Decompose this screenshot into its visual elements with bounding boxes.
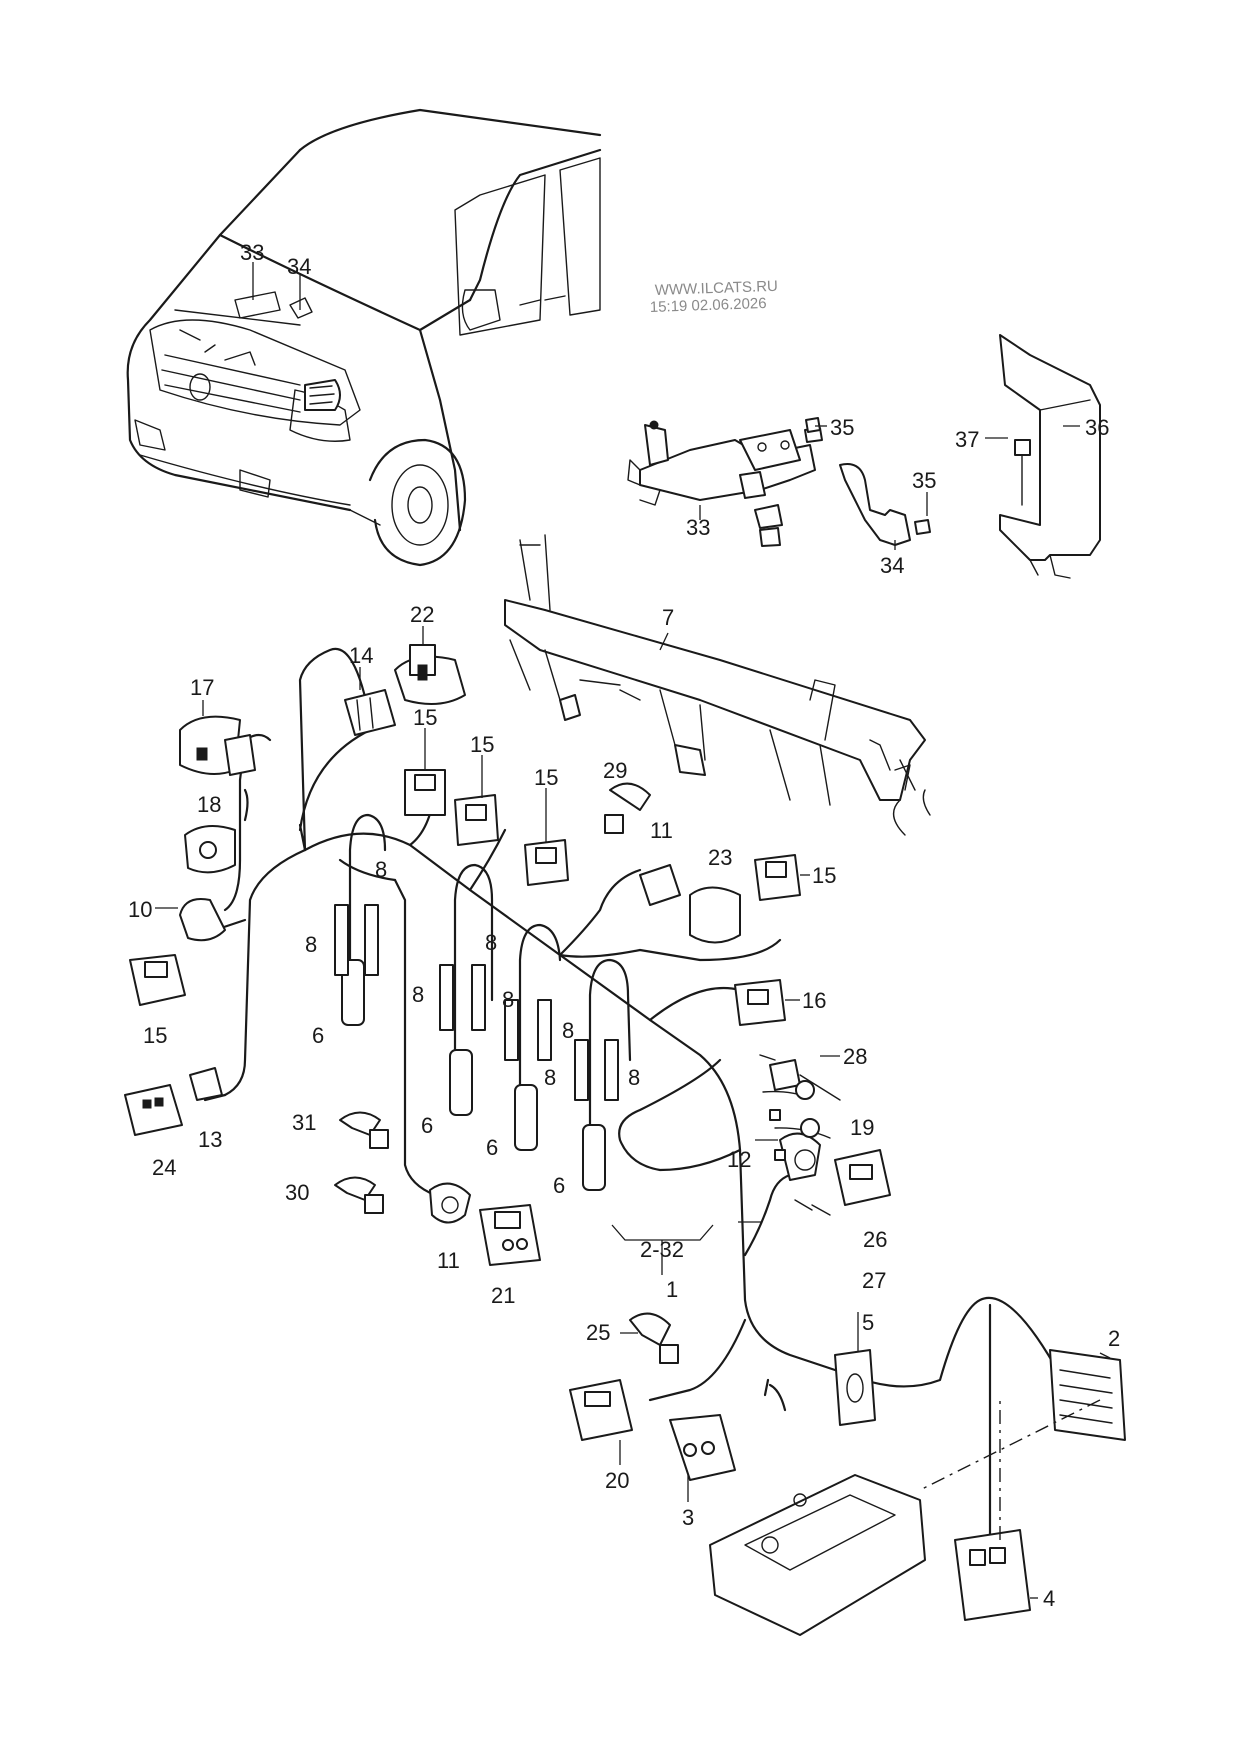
callout-15: 15 — [470, 732, 494, 757]
callout-21: 21 — [491, 1283, 515, 1308]
callout-36: 36 — [1085, 415, 1109, 440]
callout-6: 6 — [421, 1113, 433, 1138]
dashed-line-ecu — [919, 1399, 1101, 1491]
callout-13: 13 — [198, 1127, 222, 1152]
callout-8: 8 — [562, 1018, 574, 1043]
callout-20: 20 — [605, 1468, 629, 1493]
callout-29: 29 — [603, 758, 627, 783]
callout-8: 8 — [375, 857, 387, 882]
callout-24: 24 — [152, 1155, 176, 1180]
callout-35: 35 — [912, 468, 936, 493]
watermark-timestamp: 15:19 02.06.2026 — [650, 295, 767, 316]
callout-34: 34 — [880, 553, 904, 578]
callout-25: 25 — [586, 1320, 610, 1345]
callout-19: 19 — [850, 1115, 874, 1140]
callout-17: 17 — [190, 675, 214, 700]
callout-23: 23 — [708, 845, 732, 870]
callout-labels: 33 34 35 36 37 35 33 34 7 22 14 17 15 15… — [128, 240, 1120, 1611]
connectors — [124, 644, 1126, 1636]
callout-4: 4 — [1043, 1586, 1055, 1611]
callout-8: 8 — [628, 1065, 640, 1090]
callout-15: 15 — [534, 765, 558, 790]
mounting-brackets — [627, 334, 1101, 579]
vehicle-illustration — [126, 108, 602, 567]
callout-1: 1 — [666, 1277, 678, 1302]
callout-28: 28 — [843, 1044, 867, 1069]
callout-8: 8 — [412, 982, 424, 1007]
callout-37: 37 — [955, 427, 979, 452]
callout-6: 6 — [553, 1173, 565, 1198]
callout-16: 16 — [802, 988, 826, 1013]
callout-5: 5 — [862, 1310, 874, 1335]
leader-lines — [155, 262, 1111, 1599]
callout-31: 31 — [292, 1110, 316, 1135]
callout-11: 11 — [650, 818, 673, 843]
callout-10: 10 — [128, 897, 152, 922]
callout-35: 35 — [830, 415, 854, 440]
callout-30: 30 — [285, 1180, 309, 1205]
callout-2-32: 2-32 — [640, 1237, 684, 1262]
callout-2: 2 — [1108, 1326, 1120, 1351]
callout-15: 15 — [413, 705, 437, 730]
callout-6: 6 — [312, 1023, 324, 1048]
callout-22: 22 — [410, 602, 434, 627]
callout-8: 8 — [502, 987, 514, 1012]
callout-11: 11 — [437, 1248, 460, 1273]
callout-26: 26 — [863, 1227, 887, 1252]
cross-member — [504, 534, 931, 836]
callout-33: 33 — [240, 240, 264, 265]
callout-8: 8 — [485, 930, 497, 955]
callout-8: 8 — [544, 1065, 556, 1090]
callout-14: 14 — [349, 643, 373, 668]
watermark-site: WWW.ILCATS.RU — [655, 278, 779, 299]
callout-6: 6 — [486, 1135, 498, 1160]
callout-8: 8 — [305, 932, 317, 957]
wiring-harness — [203, 647, 1062, 1537]
callout-12: 12 — [727, 1147, 751, 1172]
sensors — [334, 904, 619, 1191]
callout-15: 15 — [143, 1023, 167, 1048]
callout-3: 3 — [682, 1505, 694, 1530]
callout-7: 7 — [662, 605, 674, 630]
callout-18: 18 — [197, 792, 221, 817]
callout-34: 34 — [287, 254, 311, 279]
callout-27: 27 — [862, 1268, 886, 1293]
callout-33: 33 — [686, 515, 710, 540]
callout-15: 15 — [812, 863, 836, 888]
